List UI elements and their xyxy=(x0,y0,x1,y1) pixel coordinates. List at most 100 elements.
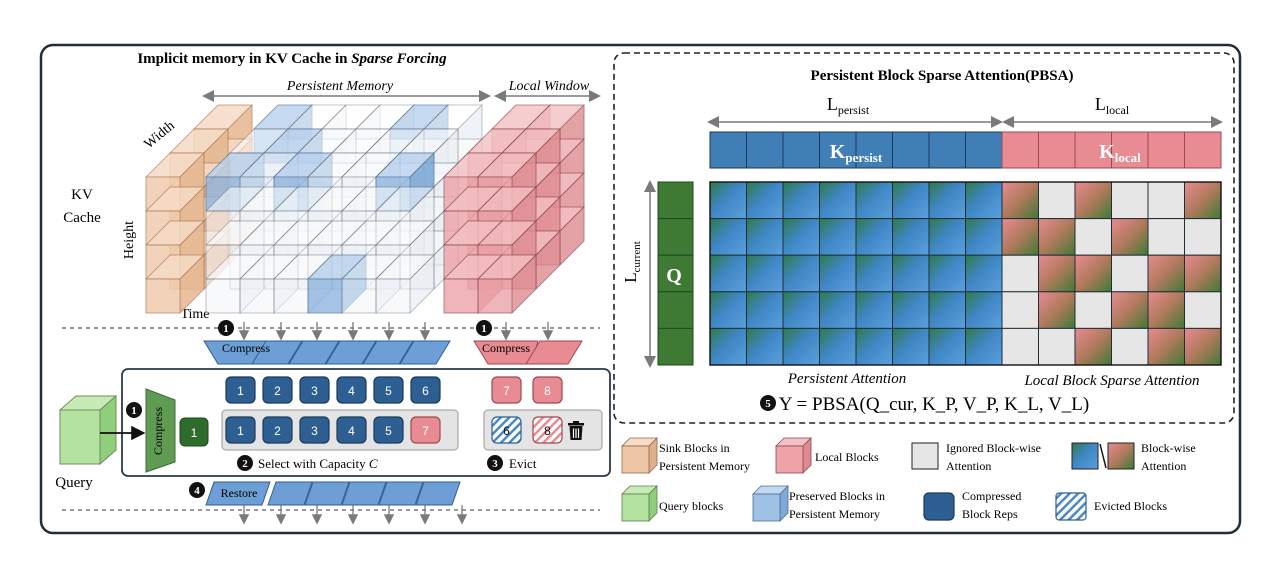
svg-text:7: 7 xyxy=(422,424,429,438)
k-local-cell xyxy=(1074,131,1112,169)
k-persist-cell xyxy=(928,131,966,169)
svg-text:3: 3 xyxy=(311,424,318,438)
legend-blockwise-blue-swatch xyxy=(1071,442,1099,470)
svg-text:5: 5 xyxy=(385,384,392,398)
pbsa-frame xyxy=(613,52,1235,424)
legend-query-swatch xyxy=(621,485,658,522)
svg-text:6: 6 xyxy=(503,424,510,438)
svg-text:2: 2 xyxy=(274,384,281,398)
local-block: 7 xyxy=(491,376,522,404)
restore-segment xyxy=(378,481,424,506)
evicted-block: 8 xyxy=(532,416,563,444)
axis-width-label: Width xyxy=(142,119,178,153)
persistent-attention-cell xyxy=(855,291,893,329)
legend-compressed-swatch xyxy=(923,492,955,521)
local-attention-cell xyxy=(1038,291,1076,329)
persistent-attention-cell xyxy=(746,327,784,366)
k-persist-cell xyxy=(855,131,893,169)
k-local-cell xyxy=(1147,131,1185,169)
compress-segment xyxy=(325,340,377,365)
persistent-attention-cell xyxy=(965,254,1003,293)
legend-blockwise-label-2: Attention xyxy=(1141,459,1186,473)
ignored-attention-cell xyxy=(1001,327,1039,366)
selected-row-block: 3 xyxy=(299,416,330,444)
kv-cache-label-2: Cache xyxy=(63,210,101,226)
q-cell xyxy=(657,218,694,256)
persistent-attention-cell xyxy=(819,218,857,256)
persistent-attention-cell xyxy=(965,327,1003,366)
q-cell xyxy=(657,291,694,329)
k-persist-cell xyxy=(746,131,784,169)
k-persist-cell xyxy=(965,131,1003,169)
local-attention-cell xyxy=(1038,218,1076,256)
compress-row xyxy=(203,322,583,365)
persistent-attention-cell xyxy=(855,181,893,220)
selected-row-block: 7 xyxy=(410,416,441,444)
ignored-attention-cell xyxy=(1184,291,1222,329)
svg-text:1: 1 xyxy=(481,323,487,335)
persistent-attention-cell xyxy=(855,327,893,366)
persistent-attention-cell xyxy=(928,291,966,329)
local-window-label: Local Window xyxy=(508,79,590,94)
k-persist-cell xyxy=(892,131,930,169)
persistent-attention-cell xyxy=(855,254,893,293)
k-persist-cell xyxy=(709,131,747,169)
svg-text:1: 1 xyxy=(223,323,229,335)
persistent-attention-cell xyxy=(746,291,784,329)
ignored-attention-cell xyxy=(1147,181,1185,220)
k-local-cell xyxy=(1001,131,1039,169)
legend-blockwise-pink-swatch xyxy=(1107,442,1135,470)
legend-slash xyxy=(1099,443,1107,469)
persistent-memory-label: Persistent Memory xyxy=(286,79,394,94)
legend-ignored-label-2: Attention xyxy=(946,459,991,473)
persistent-attention-cell xyxy=(709,291,747,329)
kv-cache-cubes xyxy=(145,104,585,314)
top-row-block: 4 xyxy=(336,376,367,404)
l-local-label: Llocal xyxy=(1095,94,1130,117)
compress-segment xyxy=(288,340,340,365)
compress-segment xyxy=(362,340,414,365)
ignored-attention-cell xyxy=(1111,181,1149,220)
evict-caption: Evict xyxy=(509,456,537,471)
step5-badge: 5 xyxy=(760,395,776,411)
svg-text:3: 3 xyxy=(492,458,498,470)
local-attention-cell xyxy=(1111,218,1149,256)
persistent-attention-cell xyxy=(782,218,820,256)
persistent-attention-cell xyxy=(965,181,1003,220)
query-block-number: 1 xyxy=(191,426,198,440)
persistent-attention-cell xyxy=(965,291,1003,329)
svg-text:1: 1 xyxy=(131,405,137,417)
selected-row-block: 5 xyxy=(373,416,404,444)
persistent-attention-cell xyxy=(819,181,857,220)
persistent-attention-cell xyxy=(819,327,857,366)
restore-trapezoid xyxy=(205,481,271,506)
local-attention-cell xyxy=(1038,254,1076,293)
axis-time-label: Time xyxy=(180,307,209,322)
k-persist-cell xyxy=(782,131,820,169)
local-attention-cell xyxy=(1111,291,1149,329)
step3-badge: 3 xyxy=(487,455,503,471)
restore-segment xyxy=(304,481,350,506)
persistent-attention-cell xyxy=(709,327,747,366)
persistent-attention-cell xyxy=(928,254,966,293)
trash-icon xyxy=(568,421,584,440)
legend-preserved-swatch xyxy=(752,485,789,522)
pbsa-equation: Y = PBSA(Q_cur, K_P, V_P, K_L, V_L) xyxy=(779,394,1089,415)
query-block xyxy=(179,417,209,447)
svg-text:2: 2 xyxy=(242,458,248,470)
svg-text:6: 6 xyxy=(422,384,429,398)
legend-sink-label: Sink Blocks in xyxy=(659,441,730,455)
k-local-label: Klocal xyxy=(1099,141,1141,165)
svg-text:2: 2 xyxy=(274,424,281,438)
compress-segment xyxy=(251,340,303,365)
legend-preserved-label: Preserved Blocks in xyxy=(789,489,885,503)
top-row-block: 6 xyxy=(410,376,441,404)
ignored-attention-cell xyxy=(1038,181,1076,220)
k-persist-label: Kpersist xyxy=(830,141,883,165)
local-attention-cell xyxy=(1074,181,1112,220)
persistent-attention-cell xyxy=(892,218,930,256)
persistent-attention-cell xyxy=(782,327,820,366)
local-block: 8 xyxy=(532,376,563,404)
persistent-attention-cell xyxy=(928,327,966,366)
